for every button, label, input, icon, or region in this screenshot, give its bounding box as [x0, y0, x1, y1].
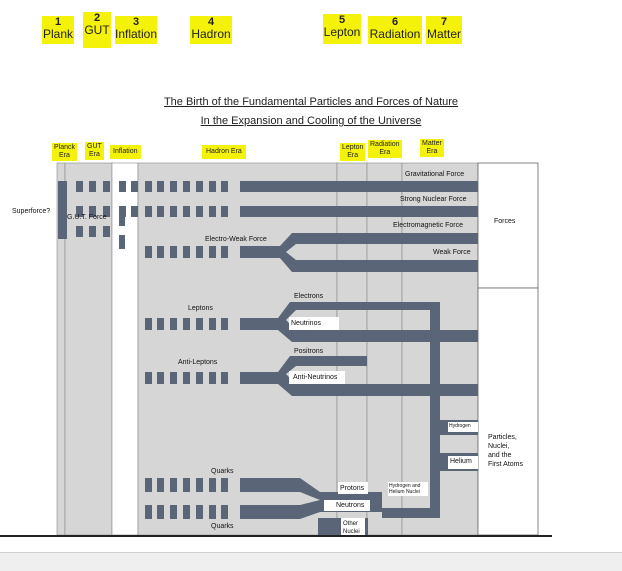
- era-hadron-label: Hadron Era: [202, 145, 246, 159]
- gravitational-force-label: Gravitational Force: [405, 171, 465, 178]
- era-hadron-marker: 4 Hadron: [190, 16, 232, 44]
- electrons-label: Electrons: [294, 293, 324, 300]
- era-label: Matter: [426, 27, 461, 41]
- era-inflation-marker: 3 Inflation: [115, 16, 157, 44]
- other-nuclei-label: Other Nuclei: [343, 521, 360, 535]
- quarks-bottom-label: Quarks: [211, 523, 234, 530]
- anti-leptons-label: Anti-Leptons: [178, 359, 218, 366]
- era-number: 5: [338, 14, 346, 26]
- particles-nuclei-atoms-label: Particles, Nuclei, and the First Atoms: [488, 434, 524, 468]
- era-label: Lepton: [323, 25, 361, 39]
- era-inflation-label: Inflation: [110, 145, 141, 159]
- diagram-title: The Birth of the Fundamental Particles a…: [163, 96, 459, 108]
- neutrinos-label: Neutrinos: [291, 320, 321, 327]
- era-label: GUT: [84, 23, 110, 37]
- strong-force-label: Strong Nuclear Force: [400, 196, 467, 203]
- bottom-bar: [0, 552, 622, 571]
- weak-force-label: Weak Force: [433, 249, 471, 256]
- era-number: 7: [440, 16, 448, 28]
- helium-label: Helium: [450, 458, 472, 465]
- diagram-subtitle: In the Expansion and Cooling of the Univ…: [200, 115, 422, 127]
- era-label: Radiation: [369, 27, 421, 41]
- era-label: Plank: [42, 27, 74, 41]
- positrons-label: Positrons: [294, 348, 324, 355]
- electro-weak-label: Electro-Weak Force: [205, 236, 267, 243]
- era-gut-marker: 2 GUT: [83, 12, 111, 48]
- anti-neutrinos-label: Anti-Neutrinos: [293, 374, 338, 381]
- era-number: 1: [54, 16, 62, 28]
- era-radiation-marker: 6 Radiation: [368, 16, 422, 44]
- electromagnetic-force-label: Electromagnetic Force: [393, 222, 464, 229]
- superforce-label: Superforce?: [12, 208, 51, 215]
- era-matter-marker: 7 Matter: [426, 16, 462, 44]
- quarks-top-label: Quarks: [211, 468, 234, 475]
- particle-timeline-diagram: [56, 162, 539, 536]
- era-number: 6: [391, 16, 399, 28]
- era-number: 3: [132, 16, 140, 28]
- era-planck-marker: 1 Plank: [42, 16, 74, 44]
- neutrons-label: Neutrons: [336, 502, 365, 509]
- protons-label: Protons: [340, 485, 365, 492]
- forces-label: Forces: [494, 218, 516, 225]
- era-number: 2: [93, 12, 101, 24]
- era-number: 4: [207, 16, 215, 28]
- hydrogen-helium-nuclei-label: Hydrogen and Helium Nuclei: [389, 483, 421, 495]
- era-lepton-marker: 5 Lepton: [323, 14, 361, 44]
- era-label: Hadron: [191, 27, 231, 41]
- leptons-label: Leptons: [188, 305, 213, 312]
- gut-force-label: G.U.T. Force: [67, 214, 107, 221]
- era-label: Inflation: [115, 27, 158, 41]
- divider-line: [0, 535, 552, 537]
- hydrogen-label: Hydrogen: [449, 423, 471, 429]
